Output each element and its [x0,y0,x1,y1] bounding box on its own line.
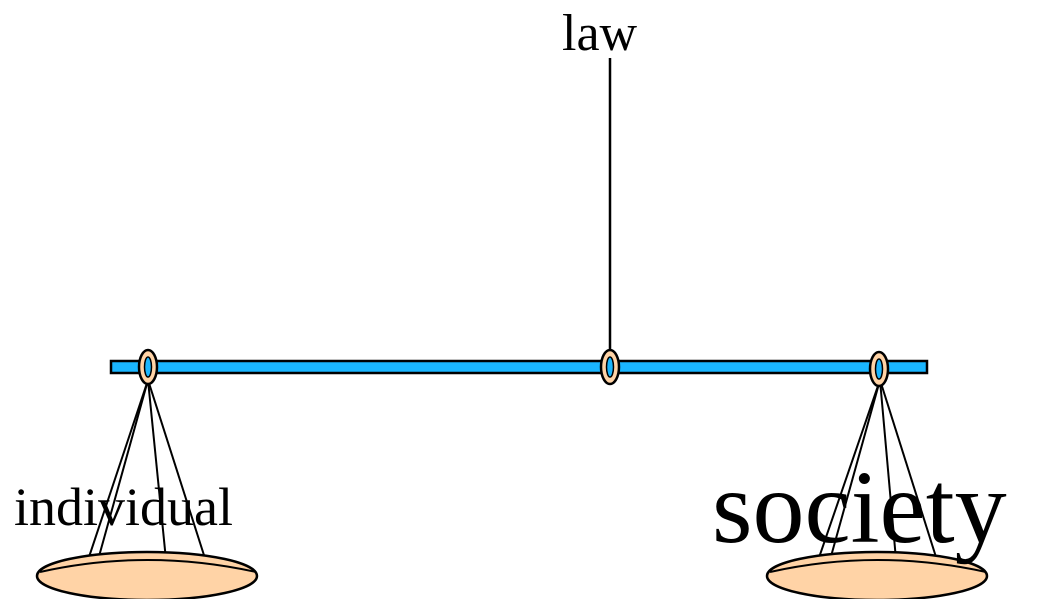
balance-beam [109,359,929,375]
left-scale-pan [35,550,259,602]
center-ring [599,348,621,386]
individual-label: individual [14,477,233,537]
right-pan-strings [811,379,943,583]
right-ring [868,350,890,388]
left-ring [137,348,159,386]
law-label: law [562,5,638,62]
society-label: society [712,450,1007,565]
left-pan-strings [81,379,211,581]
